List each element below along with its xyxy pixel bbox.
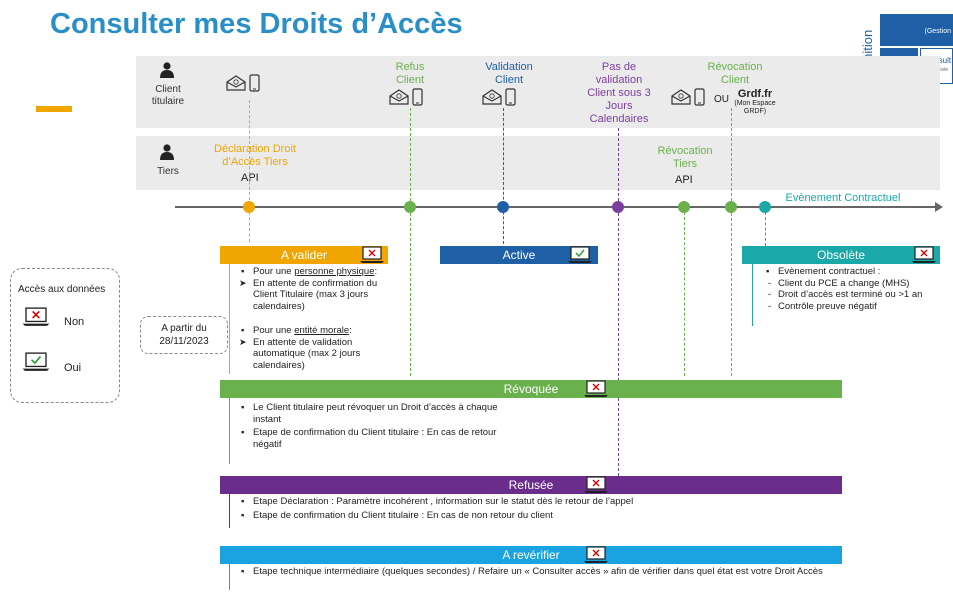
lane-client (136, 56, 940, 128)
status-refusee: Refusée (220, 476, 842, 494)
legend-title: Accès aux données (18, 284, 106, 295)
laptop-denied-icon (584, 380, 608, 403)
status-a-valider-rail (229, 264, 230, 374)
email-icon (389, 89, 409, 105)
connector-declaration-up (249, 100, 250, 200)
event-refus: Refus Client (395, 61, 425, 86)
timeline-dot-validation (497, 201, 509, 213)
connector-evenement (765, 212, 766, 246)
legend-label-oui: Oui (64, 362, 82, 374)
page-title: Consulter mes Droits d’Accès (50, 8, 463, 40)
list-item: Etape Déclaration : Paramètre incohérent… (239, 496, 839, 508)
phone-icon (505, 88, 516, 106)
timeline-dot-refus (404, 201, 416, 213)
list-item: Etape de confirmation du Client titulair… (239, 510, 839, 522)
notify-icons-revocation (671, 88, 705, 106)
status-refusee-desc: Etape Déclaration : Paramètre incohérent… (239, 496, 839, 521)
lane-label-client: Client titulaire (151, 84, 185, 107)
timeline-dot-revocation-client (725, 201, 737, 213)
list-item: Etape technique intermédiaire (quelques … (239, 566, 843, 578)
grdf-label: Grdf.fr (Mon Espace GRDF) (734, 88, 776, 115)
ou-label: OU (714, 94, 729, 105)
status-revoquee: Révoquée (220, 380, 842, 398)
list-item: Le Client titulaire peut révoquer un Dro… (239, 402, 499, 425)
phone-icon (412, 88, 423, 106)
list-item: Client du PCE a change (MHS) (764, 278, 950, 290)
event-pas-validation: Pas de validation Client sous 3 Jours Ca… (587, 61, 651, 125)
laptop-allowed-icon (22, 352, 50, 377)
person-icon (160, 144, 174, 160)
status-a-reverifier-desc: Etape technique intermédiaire (quelques … (239, 566, 843, 578)
notify-icons-validation (482, 88, 516, 106)
accent-bar (36, 106, 72, 112)
list-item: Droit d’accès est terminé ou >1 an (764, 289, 950, 301)
list-item: Pour une entité morale: (239, 325, 399, 337)
status-refusee-rail (229, 494, 230, 528)
connector-refus (410, 108, 411, 376)
laptop-allowed-icon (568, 246, 592, 269)
notify-icons-declaration (226, 74, 260, 92)
event-revocation-tiers: Révocation Tiers (657, 145, 713, 170)
timeline-dot-evenement (759, 201, 771, 213)
connector-declaration-down (249, 212, 250, 242)
event-revocation-client: Révocation Client (707, 61, 763, 86)
laptop-denied-icon (22, 307, 50, 332)
status-a-valider: A valider (220, 246, 388, 264)
email-icon (482, 89, 502, 105)
legend-label-non: Non (64, 316, 85, 328)
connector-revocation-client (731, 108, 732, 376)
status-obsolete-rail (752, 264, 753, 326)
notify-icons-refus (389, 88, 423, 106)
date-note: A partir du 28/11/2023 (140, 316, 228, 354)
status-a-reverifier-rail (229, 564, 230, 590)
person-icon (160, 62, 174, 78)
definition-gestion-box: (Gestion (880, 14, 953, 46)
event-validation: Validation Client (485, 61, 533, 86)
lane-tiers (136, 136, 940, 190)
status-obsolete-desc: Evènement contractuel : Client du PCE a … (764, 266, 950, 312)
status-a-valider-desc: Pour une personne physique: En attente d… (239, 266, 399, 371)
timeline-axis (175, 206, 937, 208)
list-item: En attente de validation automatique (ma… (239, 337, 399, 372)
phone-icon (694, 88, 705, 106)
status-obsolete: Obsolète (742, 246, 940, 264)
connector-validation (503, 108, 504, 244)
connector-pas-validation (618, 128, 619, 476)
legend (10, 268, 120, 403)
status-active: Active (440, 246, 598, 264)
phone-icon (249, 74, 260, 92)
email-icon (226, 75, 246, 91)
status-a-reverifier: A revérifier (220, 546, 842, 564)
email-icon (671, 89, 691, 105)
list-item: Pour une personne physique: (239, 266, 399, 278)
lane-label-tiers: Tiers (157, 166, 179, 177)
event-evenement: Evènement Contractuel (785, 192, 901, 204)
laptop-denied-icon (584, 546, 608, 569)
timeline-dot-declaration (243, 201, 255, 213)
timeline-dot-pas-validation (612, 201, 624, 213)
status-revoquee-desc: Le Client titulaire peut révoquer un Dro… (239, 402, 499, 450)
list-item: En attente de confirmation du Client Tit… (239, 278, 399, 313)
list-item: Contrôle preuve négatif (764, 301, 950, 313)
list-item: Etape de confirmation du Client titulair… (239, 427, 499, 450)
timeline-arrow (935, 202, 943, 212)
laptop-denied-icon (360, 246, 384, 269)
laptop-denied-icon (912, 246, 936, 269)
event-declaration: Déclaration Droit d’Accès Tiers (214, 143, 296, 168)
laptop-denied-icon (584, 476, 608, 499)
status-revoquee-rail (229, 398, 230, 464)
timeline-dot-revocation-tiers (678, 201, 690, 213)
connector-revocation-tiers (684, 212, 685, 376)
api-label-revocation: API (675, 174, 693, 186)
list-item: Evènement contractuel : (764, 266, 950, 278)
